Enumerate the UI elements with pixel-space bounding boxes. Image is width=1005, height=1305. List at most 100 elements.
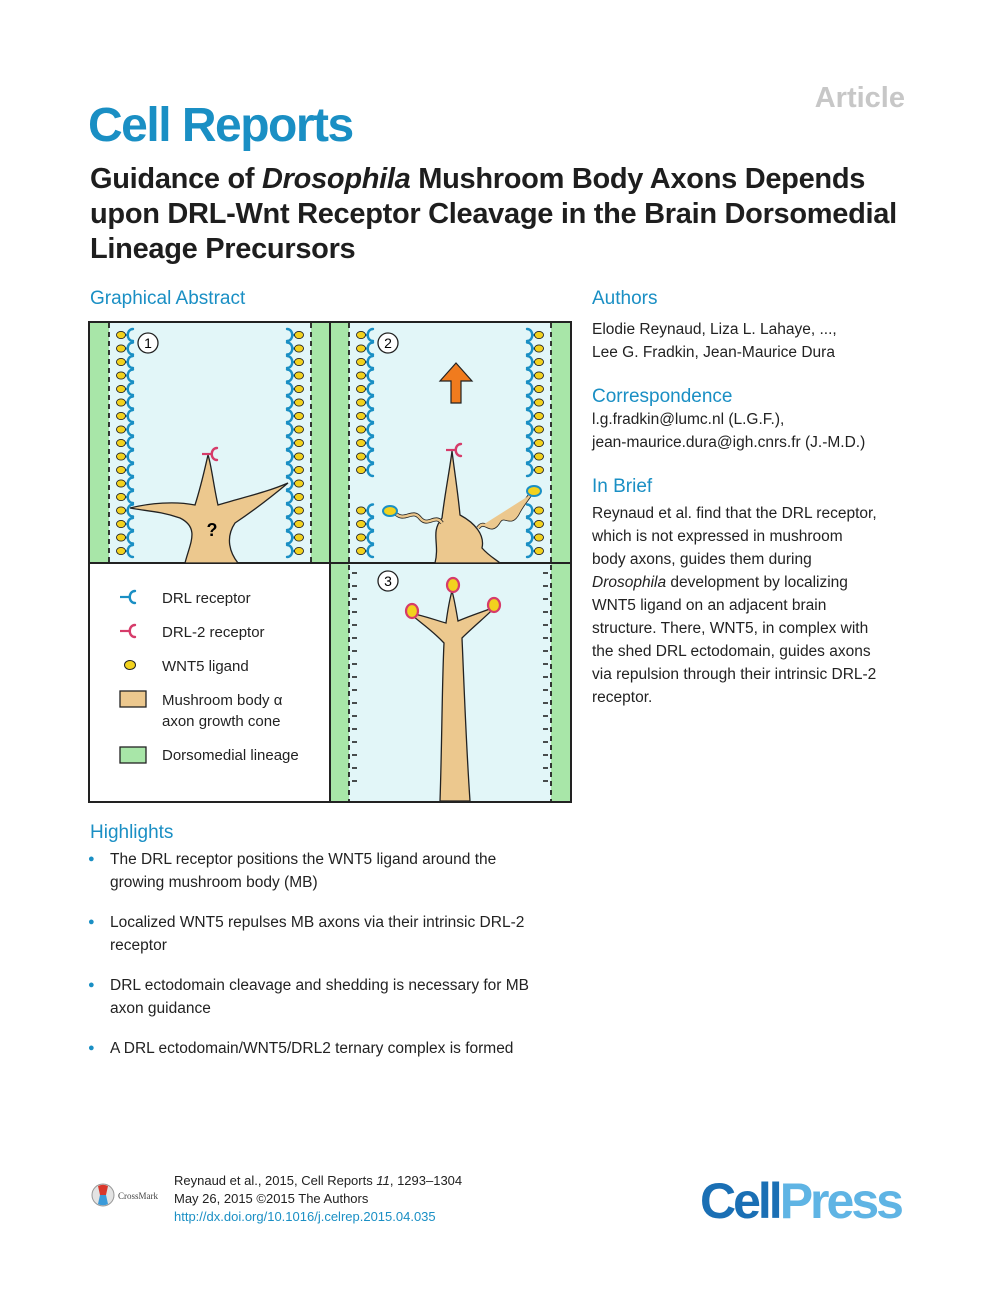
citation-block: Reynaud et al., 2015, Cell Reports 11, 1… [174, 1172, 462, 1226]
panel-number: 2 [384, 335, 392, 351]
wnt5-marker [356, 425, 366, 434]
highlight-item: The DRL receptor positions the WNT5 liga… [88, 848, 578, 894]
lineage-strip [551, 323, 570, 563]
journal-name: Cell Reports [88, 99, 354, 152]
correspondence-email-2[interactable]: jean-maurice.dura@igh.cnrs.fr (J.-M.D.) [592, 434, 866, 451]
drl-receptor-marker-cup [126, 543, 135, 559]
drl-receptor-marker-cup [525, 341, 534, 356]
lineage-strip [551, 563, 570, 801]
wnt5-marker [356, 506, 366, 515]
crossmark-label: CrossMark [118, 1191, 158, 1201]
drl-receptor-marker-cup [285, 530, 294, 545]
wnt5-marker [294, 330, 304, 340]
highlights-heading: Highlights [90, 822, 174, 843]
drl-receptor-marker-cup [285, 368, 294, 383]
citation-line-2: May 26, 2015 ©2015 The Authors [174, 1191, 369, 1206]
drl-receptor-marker-cup [285, 462, 294, 478]
wnt5-marker [534, 533, 544, 542]
drl-receptor-marker-cup [126, 381, 135, 397]
in-brief-line: Reynaud et al. find that the DRL recepto… [592, 505, 877, 522]
wnt5-marker [116, 357, 126, 367]
wnt5-marker [356, 371, 366, 380]
wnt5-marker [356, 533, 366, 542]
wnt5-drl-complex-right [526, 485, 542, 497]
legend-drl-receptor-icon-cup [128, 589, 137, 605]
legend-label: Mushroom body α [162, 692, 283, 709]
doi-link[interactable]: http://dx.doi.org/10.1016/j.celrep.2015.… [174, 1209, 436, 1224]
drl-receptor-marker-cup [525, 462, 534, 478]
wnt5-marker [294, 398, 304, 407]
drl-receptor-marker-cup [525, 395, 534, 410]
wnt5-marker [534, 384, 544, 394]
drl-receptor-marker-cup [126, 327, 135, 343]
panel-number-circle [137, 332, 159, 354]
drl-receptor-marker-cup [525, 408, 534, 424]
drl2-receptor-marker-cup [454, 442, 463, 458]
wnt5-marker [534, 357, 544, 367]
wavy-filopodium-left [394, 512, 443, 524]
wnt5-marker [116, 425, 126, 434]
drl-receptor-marker-cup [366, 341, 375, 356]
wnt5-marker [294, 438, 304, 448]
wnt5-marker [356, 519, 366, 529]
wnt5-marker [116, 371, 126, 380]
citation-line-1: Reynaud et al., 2015, Cell Reports 11, 1… [174, 1173, 463, 1188]
correspondence-email-1[interactable]: l.g.fradkin@lumc.nl (L.G.F.), [592, 411, 785, 428]
legend-drl2-receptor-icon-cup [128, 623, 137, 639]
wnt5-marker [356, 384, 366, 394]
wnt5-marker [356, 465, 366, 475]
drl-receptor-marker-cup [126, 503, 135, 518]
drl-receptor-marker-cup [525, 516, 534, 532]
drl-receptor-marker-cup [126, 449, 135, 464]
drl-receptor-marker-cup [366, 354, 375, 370]
wnt5-marker [534, 425, 544, 434]
drl-receptor-marker-cup [525, 422, 534, 437]
drl-receptor-marker-cup [525, 503, 534, 518]
drl-receptor-marker-cup [285, 327, 294, 343]
wnt5-drl2-complex-right [486, 596, 502, 614]
wnt5-marker [116, 398, 126, 407]
crossmark-badge[interactable]: CrossMark [90, 1180, 170, 1215]
wnt5-marker [116, 330, 126, 340]
drl-receptor-marker-cup [126, 368, 135, 383]
drl-receptor-marker-cup [285, 503, 294, 518]
highlight-item: A DRL ectodomain/WNT5/DRL2 ternary compl… [88, 1037, 578, 1060]
panel-number: 3 [384, 573, 392, 589]
drl-receptor-marker-cup [126, 422, 135, 437]
in-brief-line: receptor. [592, 689, 653, 706]
wnt5-marker [294, 465, 304, 475]
wnt5-drl-complex-left [382, 505, 398, 517]
drl-receptor-marker-cup [366, 368, 375, 383]
drl-receptor-marker-cup [285, 435, 294, 451]
legend-label-line-2: axon growth cone [162, 713, 280, 730]
wnt5-marker [356, 398, 366, 407]
wnt5-marker [534, 398, 544, 407]
drl-receptor-marker-cup [366, 422, 375, 437]
wnt5-marker [294, 506, 304, 515]
wnt5-marker [294, 357, 304, 367]
drl-receptor-marker-cup [285, 395, 294, 410]
cellpress-logo: CellPress [700, 1173, 904, 1229]
drl-receptor-marker-cup [126, 489, 135, 505]
drl-receptor-marker-cup [126, 435, 135, 451]
drl2-receptor-marker [446, 442, 463, 458]
drl-receptor-marker-cup [525, 530, 534, 545]
wnt5-marker [294, 533, 304, 542]
drl-receptor-marker-cup [525, 368, 534, 383]
drl-receptor-marker-cup [366, 462, 375, 478]
drl-receptor-marker-cup [525, 327, 534, 343]
legend-label: DRL receptor [162, 590, 251, 607]
graphical-abstract-heading: Graphical Abstract [90, 288, 246, 309]
drl-receptor-marker-cup [525, 354, 534, 370]
drl-receptor-marker-cup [285, 516, 294, 532]
drl-receptor-marker-cup [525, 381, 534, 397]
drl-receptor-marker-cup [285, 408, 294, 424]
highlights-list: The DRL receptor positions the WNT5 liga… [88, 848, 578, 1077]
drl-receptor-marker-cup [366, 327, 375, 343]
panel-number-circle [377, 332, 399, 354]
drl-receptor-marker-cup [126, 476, 135, 491]
wnt5-marker [294, 384, 304, 394]
in-brief-line: WNT5 ligand on an adjacent brain [592, 597, 827, 614]
wnt5-marker [534, 465, 544, 475]
